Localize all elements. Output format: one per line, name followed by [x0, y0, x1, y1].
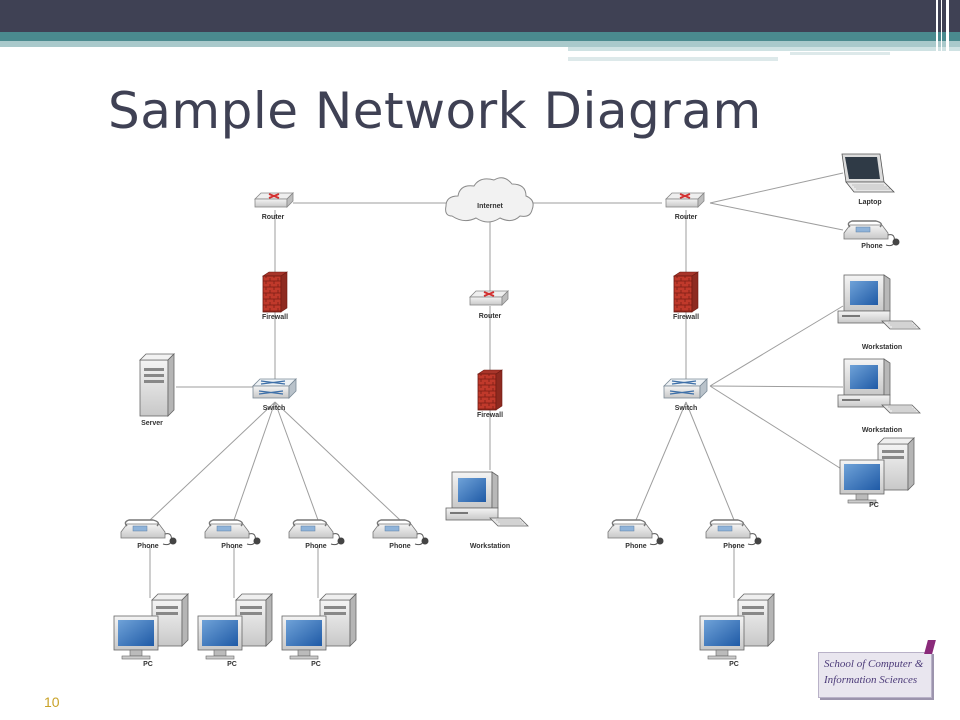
router-right-label: Router	[675, 214, 698, 221]
pc-right-side-label: PC	[869, 502, 879, 509]
server-icon	[139, 353, 175, 417]
switch-right-icon	[663, 378, 708, 399]
phone-r1-label: Phone	[625, 543, 646, 550]
header-stripe-light	[0, 41, 960, 47]
firewall-right-label: Firewall	[673, 314, 699, 321]
phone-l3-icon	[288, 519, 346, 546]
phone-r1-icon	[607, 519, 665, 546]
workstation-right-1-icon	[837, 274, 921, 330]
firewall-center-label: Firewall	[477, 412, 503, 419]
server-label: Server	[141, 420, 163, 427]
workstation-right-2-icon	[837, 358, 921, 414]
slide-title: Sample Network Diagram	[108, 82, 762, 140]
school-logo-line2: Information Sciences	[824, 674, 918, 686]
pc-r1-icon	[699, 593, 775, 660]
pc-l2-icon	[197, 593, 273, 660]
header-edge-line	[941, 0, 942, 64]
phone-l2-icon	[204, 519, 262, 546]
pc-r1-label: PC	[729, 661, 739, 668]
header-edge-line	[946, 0, 949, 64]
router-center-label: Router	[479, 313, 502, 320]
switch-right-label: Switch	[675, 405, 698, 412]
school-logo-box	[818, 652, 932, 698]
firewall-center-icon	[477, 369, 503, 411]
switch-left-label: Switch	[263, 405, 286, 412]
internet-cloud-icon	[445, 177, 534, 223]
phone-l4-label: Phone	[389, 543, 410, 550]
internet-label: Internet	[477, 203, 503, 210]
workstation-right-1-label: Workstation	[862, 344, 902, 351]
header-stripe-accent	[790, 52, 890, 55]
header-stripe-accent	[568, 47, 960, 51]
phone-l4-icon	[372, 519, 430, 546]
header-edge-line	[936, 0, 938, 64]
page-number: 10	[44, 694, 60, 710]
laptop-label: Laptop	[858, 199, 881, 206]
phone-l1-label: Phone	[137, 543, 158, 550]
router-left-label: Router	[262, 214, 285, 221]
phone-r2-label: Phone	[723, 543, 744, 550]
pc-l1-label: PC	[143, 661, 153, 668]
logo-accent-icon	[924, 640, 936, 654]
phone-l2-label: Phone	[221, 543, 242, 550]
phone-r2-icon	[705, 519, 763, 546]
header-stripe	[0, 32, 960, 41]
pc-l1-icon	[113, 593, 189, 660]
workstation-center-icon	[445, 471, 529, 527]
pc-l3-label: PC	[311, 661, 321, 668]
pc-l2-label: PC	[227, 661, 237, 668]
firewall-left-icon	[262, 271, 288, 313]
workstation-center-label: Workstation	[470, 543, 510, 550]
switch-left-icon	[252, 378, 297, 399]
header-stripe-accent	[568, 57, 778, 61]
school-logo-line1: School of Computer &	[824, 658, 924, 670]
phone-l1-icon	[120, 519, 178, 546]
phone-right-top-icon	[843, 220, 901, 247]
header-bar	[0, 0, 960, 32]
workstation-right-2-label: Workstation	[862, 427, 902, 434]
school-logo: School of Computer & Information Science…	[812, 640, 936, 702]
pc-right-side-icon	[839, 437, 915, 504]
phone-right-top-label: Phone	[861, 243, 882, 250]
router-center-icon	[469, 290, 509, 306]
pc-l3-icon	[281, 593, 357, 660]
router-right-icon	[665, 192, 705, 208]
firewall-left-label: Firewall	[262, 314, 288, 321]
phone-l3-label: Phone	[305, 543, 326, 550]
firewall-right-icon	[673, 271, 699, 313]
router-left-icon	[254, 192, 294, 208]
laptop-icon	[841, 153, 895, 193]
